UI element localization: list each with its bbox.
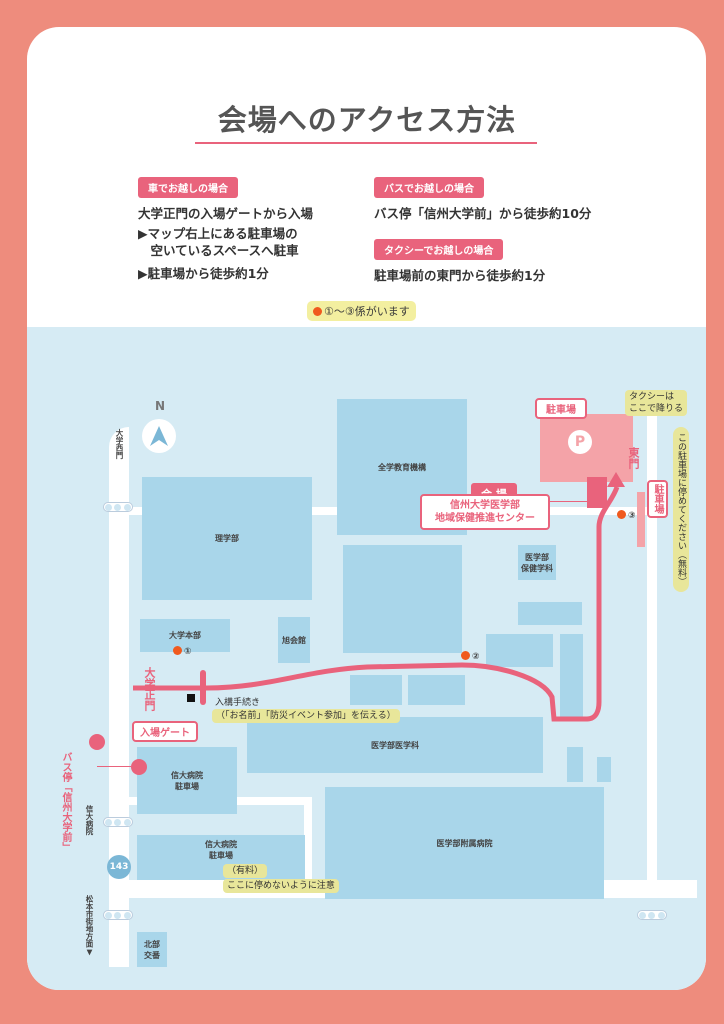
road-east	[647, 397, 657, 897]
traffic-signal-icon	[103, 910, 133, 920]
traffic-signal-icon	[103, 817, 133, 827]
paid-note-1: （有料）	[223, 864, 268, 878]
traffic-signal-icon	[637, 910, 667, 920]
parking-icon: P	[568, 430, 592, 454]
building-parking2: 信大病院 駐車場	[137, 835, 305, 880]
car-label: 車でお越しの場合	[138, 177, 238, 198]
entry-gate-label: 入場ゲート	[132, 721, 198, 742]
park-here-note: この駐車場に停めてください（無料）	[673, 427, 689, 592]
bus-label: バスでお越しの場合	[374, 177, 484, 198]
bus-stop-icon	[89, 734, 105, 750]
bus-line: バス停「信州大学前」から徒歩約10分	[374, 206, 592, 221]
building-block	[350, 675, 402, 705]
reception-note-2: （「お名前」「防災イベント参加」を伝える）	[212, 709, 400, 723]
taxi-line: 駐車場前の東門から徒歩約1分	[374, 268, 546, 283]
building-kyokukai: 旭会館	[278, 617, 310, 663]
east-gate-label: 東門	[627, 447, 640, 469]
building-rigaku: 理学部	[142, 477, 312, 600]
route-path	[133, 472, 625, 722]
title-underline	[195, 142, 537, 144]
staff-dot-icon	[313, 307, 322, 316]
building-block	[408, 675, 465, 705]
staff-marker-3: ③	[617, 510, 636, 521]
venue-name: 信州大学医学部 地域保健推進センター	[420, 494, 550, 530]
building-igaku: 医学部医学科	[247, 717, 543, 773]
building-honbu: 大学本部	[140, 619, 230, 652]
staff-marker-1: ①	[173, 646, 192, 657]
north-label: N	[155, 399, 166, 413]
side-parking	[637, 492, 645, 547]
road-west	[109, 427, 129, 967]
road-hospital-2	[304, 797, 312, 887]
route-143-icon: 143	[107, 855, 131, 879]
bus-stop-line	[97, 766, 131, 767]
to-city-label: 松本市街地方面▼	[85, 895, 94, 957]
signal-hospital-label: 信大病院	[85, 805, 94, 835]
car-line-1: 大学正門の入場ゲートから入場	[138, 206, 314, 221]
building-koban: 北部 交番	[137, 932, 167, 967]
staff-marker-2: ②	[461, 651, 480, 662]
page-title: 会場へのアクセス方法	[217, 103, 517, 137]
west-gate-label: 大学西門	[115, 429, 124, 459]
access-card: 会場へのアクセス方法 車でお越しの場合 大学正門の入場ゲートから入場 ▶マップ右…	[27, 27, 706, 990]
reception-marker-icon	[187, 694, 195, 702]
reception-note-1: 入構手続き	[215, 698, 261, 708]
staff-dot-icon	[617, 510, 626, 519]
car-line-4: ▶駐車場から徒歩約1分	[138, 266, 269, 281]
car-line-3: 空いているスペースへ駐車	[138, 243, 299, 258]
north-arrow-icon	[142, 419, 176, 453]
taxi-label: タクシーでお越しの場合	[374, 239, 504, 260]
staff-dot-icon	[173, 646, 182, 655]
staff-note: ①〜③係がいます	[307, 301, 416, 321]
building-hoken: 医学部 保健学科	[518, 545, 556, 580]
parking-label: 駐車場	[535, 398, 587, 419]
main-gate-label: 大学正門	[143, 667, 156, 711]
building-parking1: 信大病院 駐車場	[137, 747, 237, 814]
bus-stop-label: バス停「信州大学前」	[60, 752, 71, 852]
building-block	[567, 747, 583, 782]
taxi-note: タクシーは ここで降りる	[625, 390, 688, 416]
traffic-signal-icon	[103, 502, 133, 512]
building-block	[597, 757, 611, 782]
paid-note-2: ここに停めないように注意	[223, 879, 339, 893]
car-line-2: ▶マップ右上にある駐車場の	[138, 226, 298, 241]
venue-building	[587, 477, 607, 508]
bus-stop-icon	[131, 759, 147, 775]
building-block	[518, 602, 582, 625]
building-center-block	[343, 545, 462, 653]
building-block	[560, 634, 583, 717]
campus-map: 全学教育機構 理学部 大学本部 旭会館 医学部 保健学科 医学部医学科 信大病院…	[27, 327, 706, 990]
building-hospital: 医学部附属病院	[325, 787, 604, 899]
side-parking-label: 駐車場	[647, 480, 668, 518]
staff-note-text: ①〜③係がいます	[324, 305, 410, 318]
building-block	[486, 634, 553, 667]
staff-dot-icon	[461, 651, 470, 660]
